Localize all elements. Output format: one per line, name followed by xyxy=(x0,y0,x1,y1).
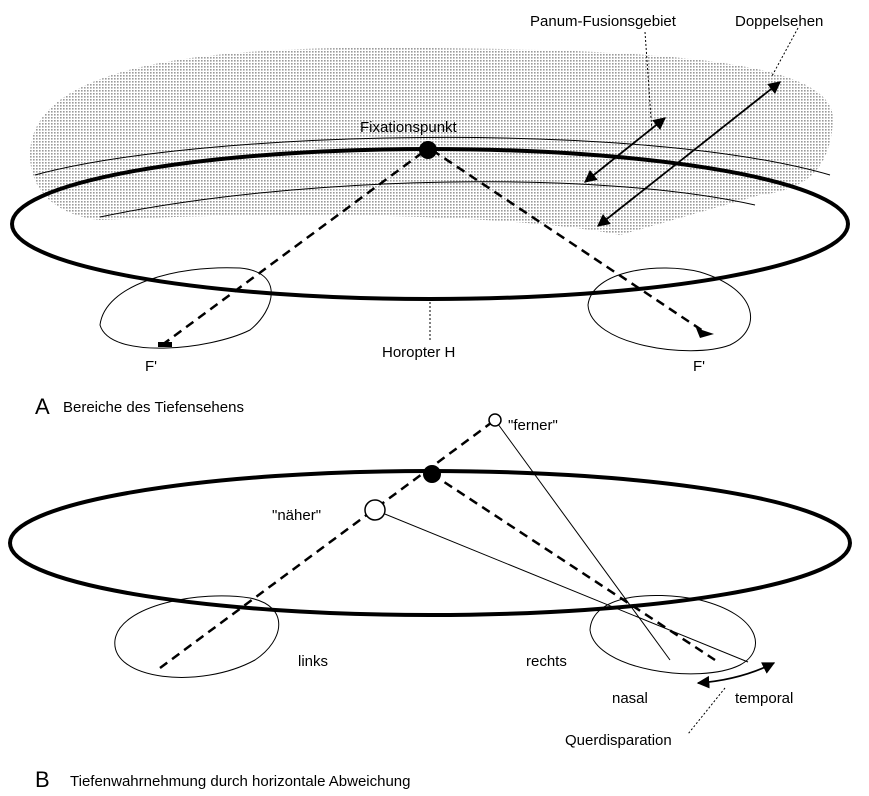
naeher-label: "näher" xyxy=(272,507,321,524)
f-left-label: F' xyxy=(145,358,157,375)
panum-label: Panum-Fusionsgebiet xyxy=(530,13,677,30)
left-eye-b xyxy=(114,595,280,678)
panel-a-caption: Bereiche des Tiefensehens xyxy=(63,399,244,416)
right-eye-b xyxy=(589,594,756,675)
far-projection-line xyxy=(494,419,671,661)
nasal-label: nasal xyxy=(612,690,648,707)
right-sight-line-b xyxy=(431,472,716,662)
right-sight-line xyxy=(431,148,707,335)
fixation-point-b xyxy=(423,465,441,483)
querdisparation-label: Querdisparation xyxy=(565,732,672,749)
panel-a: Panum-Fusionsgebiet Doppelsehen Fixation… xyxy=(10,13,850,419)
temporal-label: temporal xyxy=(735,690,793,707)
querdisparation-leader xyxy=(687,687,726,735)
f-right-label: F' xyxy=(693,358,705,375)
panel-b-caption: Tiefenwahrnehmung durch horizontale Abwe… xyxy=(70,773,411,790)
left-fovea xyxy=(158,342,172,347)
near-point xyxy=(364,499,386,521)
right-eye xyxy=(587,267,752,352)
left-sight-line xyxy=(161,148,427,347)
double-vision-arrow xyxy=(597,81,781,227)
doppel-leader xyxy=(771,27,799,77)
right-fovea xyxy=(696,328,714,338)
horopter-label: Horopter H xyxy=(382,344,455,361)
panel-b: "ferner" "näher" links rechts nasal temp… xyxy=(8,413,852,792)
left-sight-line-b xyxy=(159,418,496,670)
rechts-label: rechts xyxy=(526,653,567,670)
doppel-label: Doppelsehen xyxy=(735,13,823,30)
ferner-label: "ferner" xyxy=(508,417,558,434)
fixation-label: Fixationspunkt xyxy=(360,119,458,136)
far-point xyxy=(488,413,502,427)
left-eye xyxy=(99,267,272,349)
panum-leader xyxy=(644,31,653,133)
disparity-arrow xyxy=(696,662,776,689)
fixation-point xyxy=(419,141,437,159)
near-projection-line xyxy=(374,509,749,663)
horopter-ellipse-b xyxy=(8,469,852,617)
panum-fusion-area xyxy=(30,47,834,235)
links-label: links xyxy=(298,653,328,670)
panel-b-letter: B xyxy=(35,767,50,792)
panel-a-letter: A xyxy=(35,394,50,419)
